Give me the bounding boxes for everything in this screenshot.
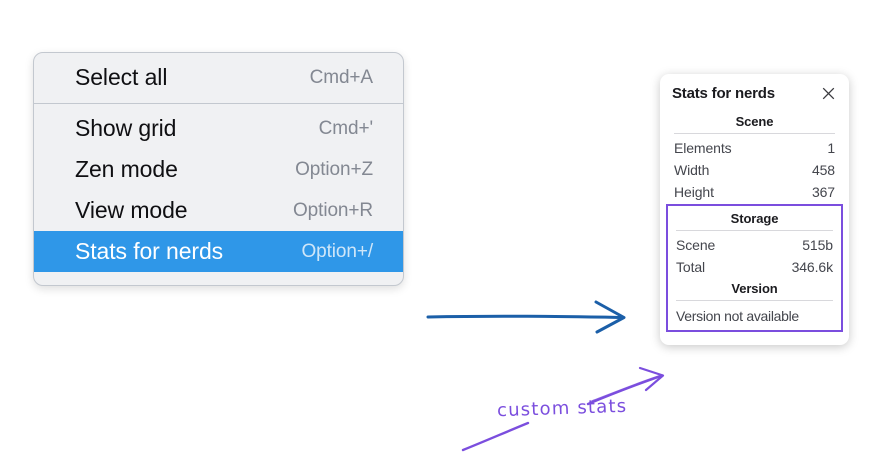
stats-row-storage-scene: Scene 515b <box>674 234 835 256</box>
section-heading-scene: Scene <box>735 114 774 129</box>
purple-underline-annotation <box>461 421 530 452</box>
context-menu[interactable]: Select all Cmd+A Show grid Cmd+' Zen mod… <box>33 52 404 286</box>
menu-item-select-all[interactable]: Select all Cmd+A <box>34 57 403 98</box>
menu-item-shortcut: Cmd+' <box>318 117 373 139</box>
stats-row-label: Scene <box>676 237 716 253</box>
stats-row-value: 515b <box>802 237 833 253</box>
stats-row-label: Elements <box>674 140 732 156</box>
version-not-available-text: Version not available <box>676 308 799 324</box>
menu-item-label: Zen mode <box>75 156 178 182</box>
menu-item-shortcut: Option+Z <box>295 158 373 180</box>
menu-item-stats-for-nerds[interactable]: Stats for nerds Option+/ <box>34 231 403 272</box>
stats-row-label: Height <box>674 184 714 200</box>
section-rule <box>676 230 833 231</box>
custom-stats-annotation-label: custom stats <box>496 395 628 422</box>
menu-item-label: View mode <box>75 197 188 223</box>
stats-panel-title: Stats for nerds <box>672 85 775 102</box>
section-heading-storage: Storage <box>730 211 779 226</box>
section-rule <box>676 300 833 301</box>
stats-row-width: Width 458 <box>672 159 837 181</box>
menu-item-show-grid[interactable]: Show grid Cmd+' <box>34 108 403 149</box>
menu-item-shortcut: Option+R <box>293 199 373 221</box>
stats-row-storage-total: Total 346.6k <box>674 256 835 278</box>
menu-footer-spacer <box>34 272 403 285</box>
menu-group-1: Select all Cmd+A <box>34 57 403 98</box>
stats-row-elements: Elements 1 <box>672 137 837 159</box>
menu-group-2: Show grid Cmd+' Zen mode Option+Z View m… <box>34 108 403 272</box>
stats-row-value: 346.6k <box>791 259 834 275</box>
section-heading-version: Version <box>731 281 778 296</box>
menu-item-label: Select all <box>75 64 168 90</box>
menu-item-view-mode[interactable]: View mode Option+R <box>34 190 403 231</box>
close-icon[interactable] <box>820 85 837 102</box>
menu-item-shortcut: Option+/ <box>301 240 373 262</box>
blue-arrow-annotation <box>426 300 626 334</box>
stats-for-nerds-panel: Stats for nerds Scene Elements 1 Width 4… <box>660 74 849 345</box>
stats-row-value: 367 <box>811 184 835 200</box>
menu-item-shortcut: Cmd+A <box>309 66 373 88</box>
stats-row-label: Total <box>676 259 706 275</box>
menu-separator <box>34 103 403 104</box>
menu-item-label: Show grid <box>75 115 177 141</box>
stats-row-value: 1 <box>827 140 835 156</box>
custom-stats-highlight-box: Storage Scene 515b Total 346.6k Version … <box>666 204 843 332</box>
stats-row-label: Width <box>674 162 710 178</box>
section-rule <box>674 133 835 134</box>
stats-row-value: 458 <box>811 162 835 178</box>
stats-row-height: Height 367 <box>672 181 837 203</box>
stats-panel-header: Stats for nerds <box>672 85 837 102</box>
menu-item-zen-mode[interactable]: Zen mode Option+Z <box>34 149 403 190</box>
menu-item-label: Stats for nerds <box>75 238 224 264</box>
